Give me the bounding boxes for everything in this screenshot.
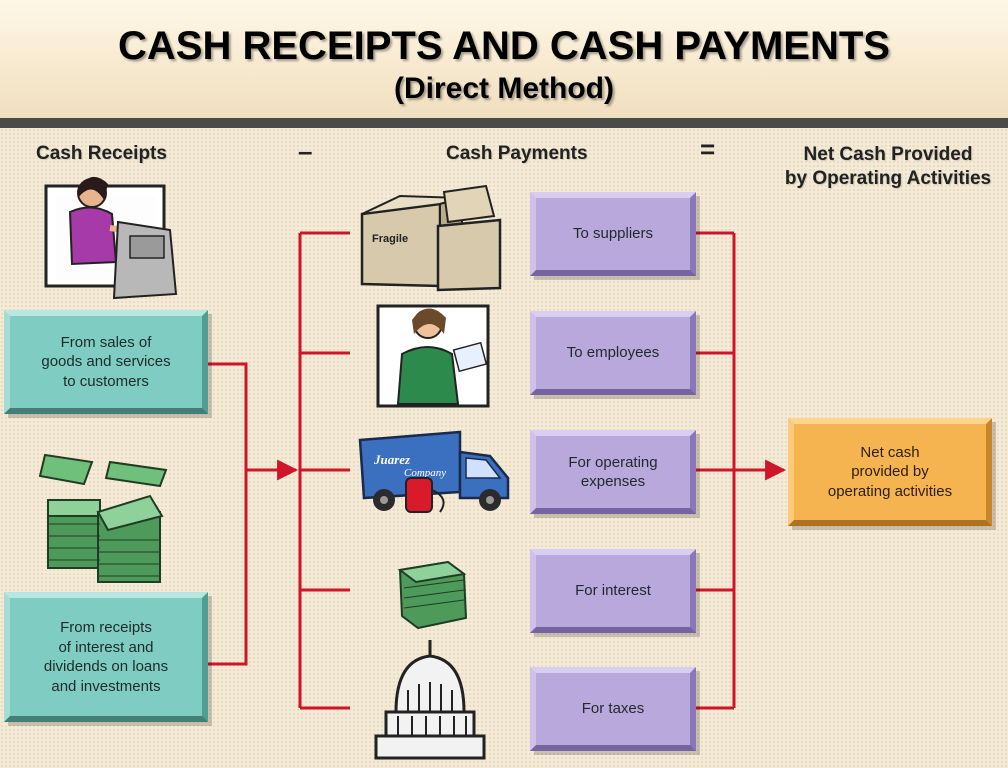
- page-title: CASH RECEIPTS AND CASH PAYMENTS: [118, 24, 890, 68]
- svg-text:Fragile: Fragile: [372, 233, 408, 245]
- equals-operator: =: [700, 134, 716, 164]
- payment-taxes-label: For taxes: [581, 700, 645, 718]
- receipt-sales-label: From sales of goods and services to cust…: [41, 333, 171, 390]
- receipt-interest-label: From receipts of interest and dividends …: [43, 619, 169, 695]
- woman-at-register-icon: [44, 176, 178, 300]
- cash-payments-header: Cash Payments: [446, 143, 588, 164]
- payment-box-operating-expenses: For operating expenses: [530, 430, 696, 514]
- payment-box-taxes: For taxes: [530, 667, 696, 751]
- receipts-bracket: [208, 362, 248, 666]
- receipt-box-sales: From sales of goods and services to cust…: [4, 310, 208, 414]
- net-cash-result-label: Net cash provided by operating activitie…: [827, 443, 953, 500]
- svg-text:Company: Company: [404, 467, 446, 479]
- receipt-box-interest-dividends: From receipts of interest and dividends …: [4, 592, 208, 722]
- cash-receipts-header: Cash Receipts: [36, 143, 167, 164]
- svg-text:Juarez: Juarez: [373, 452, 411, 467]
- minus-operator: –: [298, 136, 313, 166]
- payment-box-suppliers: To suppliers: [530, 192, 696, 276]
- payment-interest-label: For interest: [575, 582, 651, 600]
- net-cash-result-box: Net cash provided by operating activitie…: [788, 418, 992, 526]
- payment-box-interest: For interest: [530, 549, 696, 633]
- payment-suppliers-label: To suppliers: [572, 225, 654, 243]
- title-divider: [0, 118, 1008, 128]
- delivery-truck-icon: Juarez Company: [358, 430, 510, 513]
- net-cash-header: Net Cash Provided by Operating Activitie…: [784, 144, 992, 189]
- employee-icon: [376, 304, 490, 408]
- boxes-icon: Fragile: [360, 184, 502, 292]
- money-stack-icon: [397, 560, 468, 630]
- cash-bundles-icon: [38, 453, 168, 583]
- payment-box-employees: To employees: [530, 311, 696, 395]
- payment-employees-label: To employees: [566, 344, 660, 362]
- page-subtitle: (Direct Method): [394, 72, 614, 105]
- payment-operating-label: For operating expenses: [568, 453, 658, 491]
- capitol-building-icon: [374, 640, 486, 760]
- connector-lines: [208, 231, 787, 710]
- title-band: [0, 0, 1008, 118]
